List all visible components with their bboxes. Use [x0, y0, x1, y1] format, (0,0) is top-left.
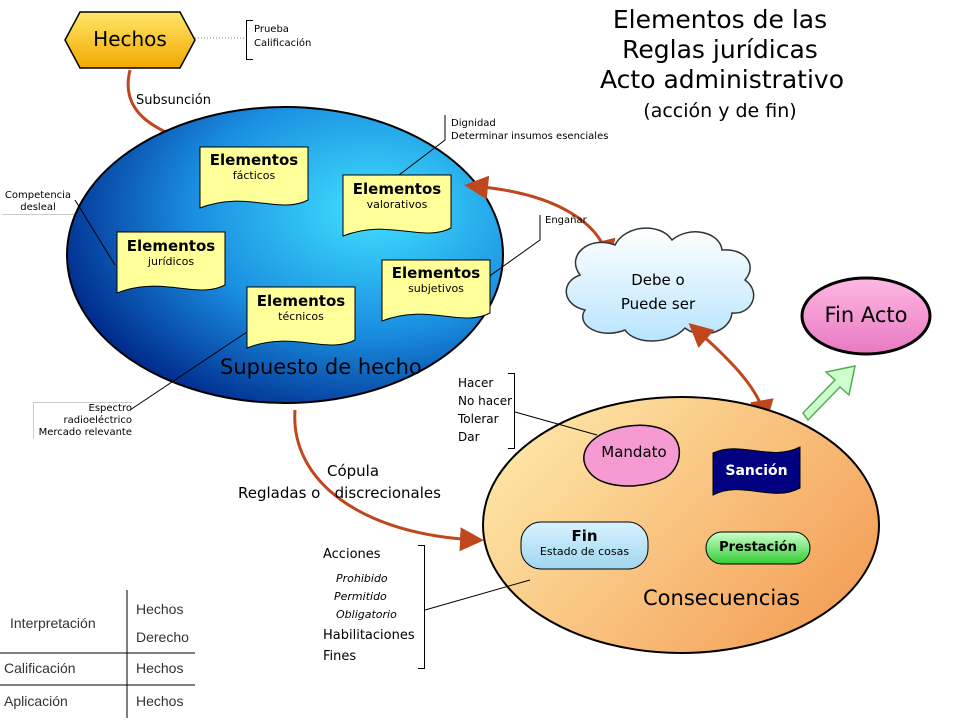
supuesto-label: Supuesto de hecho	[220, 355, 422, 379]
fin-callout-line	[424, 579, 531, 611]
valorativos-callout-line	[394, 115, 446, 179]
fin-item-habilitaciones: Habilitaciones	[323, 628, 415, 643]
table-row-calificacion-label: Calificación	[4, 660, 76, 676]
doc-subjetivos-sub: subjetivos	[408, 282, 464, 295]
fin-acto-arrow	[802, 365, 856, 422]
hechos-hexagon	[64, 11, 196, 69]
callout-espectro: Espectro	[88, 403, 132, 414]
fin-item-fines: Fines	[323, 649, 357, 664]
fin-title: Fin	[571, 527, 598, 545]
mandato-item-no-hacer: No hacer	[458, 394, 513, 408]
callout-enganar: Engañar	[545, 215, 587, 226]
doc-juridicos-title: Elementos	[126, 237, 216, 255]
sancion-shape	[712, 446, 801, 496]
callout-mercado: Mercado relevante	[38, 427, 132, 438]
table-row-aplicacion-value: Hechos	[136, 693, 184, 709]
table-row-interpretacion-value1: Hechos	[136, 601, 184, 617]
mandato-item-dar: Dar	[458, 430, 480, 444]
sancion-label: Sanción	[725, 463, 788, 479]
doc-juridicos: Elementos jurídicos	[117, 237, 225, 269]
copula-line1: Cópula	[327, 462, 380, 480]
hechos-note-prueba: Prueba	[254, 24, 289, 35]
doc-valorativos-title: Elementos	[352, 180, 442, 198]
doc-shape-facticos	[199, 146, 309, 209]
fin-items-bracket	[418, 545, 425, 669]
doc-subjetivos: Elementos subjetivos	[382, 264, 490, 296]
fin-item-permitido: Permitido	[334, 590, 387, 603]
doc-shape-juridicos	[116, 231, 226, 294]
doc-facticos-title: Elementos	[209, 151, 299, 169]
fin-item-prohibido: Prohibido	[336, 572, 388, 585]
table-row-calificacion-value: Hechos	[136, 660, 184, 676]
callout-competencia: Competencia desleal	[2, 190, 74, 215]
title-line4: (acción y de fin)	[643, 100, 797, 122]
cloud-line1: Debe o	[631, 271, 685, 289]
doc-valorativos-sub: valorativos	[366, 198, 428, 211]
fin-shape	[520, 521, 649, 570]
cloud-shape	[565, 227, 755, 342]
juridicos-callout-line	[74, 199, 116, 266]
doc-shape-subjetivos	[381, 259, 491, 322]
doc-shape-valorativos	[342, 174, 452, 237]
hechos-note-calificacion: Calificación	[254, 38, 312, 49]
copula-arrow	[293, 409, 484, 552]
callout-dignidad: Dignidad	[451, 118, 496, 129]
subsuncion-label: Subsunción	[136, 93, 211, 108]
doc-juridicos-sub: jurídicos	[147, 255, 195, 268]
table-row-interpretacion-label: Interpretación	[10, 615, 96, 631]
tecnicos-callout-line	[129, 329, 251, 411]
doc-shape-tecnicos	[246, 286, 356, 349]
table-row-aplicacion-label: Aplicación	[4, 693, 68, 709]
fin-acto-label: Fin Acto	[824, 303, 908, 327]
callout-insumos: Determinar insumos esenciales	[451, 131, 609, 142]
doc-tecnicos-sub: técnicos	[278, 310, 324, 323]
doc-subjetivos-title: Elementos	[391, 264, 481, 282]
prestacion-label: Prestación	[719, 540, 797, 555]
prestacion-shape	[705, 531, 811, 565]
cloud-line2: Puede ser	[620, 295, 696, 313]
fin-item-obligatorio: Obligatorio	[336, 608, 397, 621]
doc-facticos-sub: fácticos	[232, 169, 276, 182]
callout-competencia-line1: Competencia	[4, 190, 72, 201]
mandato-item-hacer: Hacer	[458, 376, 494, 390]
callout-radioelectrico: radioeléctrico	[63, 415, 133, 426]
fin-acto-ellipse	[800, 276, 932, 356]
mandato-shape	[583, 424, 681, 487]
mandato-item-tolerar: Tolerar	[458, 412, 499, 426]
doc-tecnicos-title: Elementos	[256, 292, 346, 310]
callout-tecnicos: Espectro radioeléctrico Mercado relevant…	[33, 402, 132, 439]
doc-facticos: Elementos fácticos	[200, 151, 308, 183]
table-row-interpretacion-value2: Derecho	[136, 629, 189, 645]
mandato-callout-line	[514, 411, 598, 436]
hechos-label: Hechos	[93, 27, 167, 51]
fin-label: Fin Estado de cosas	[521, 527, 648, 559]
title-line3: Acto administrativo	[600, 65, 844, 94]
fin-sub: Estado de cosas	[539, 545, 630, 558]
hechos-notes-bracket	[246, 20, 253, 60]
consecuencias-label: Consecuencias	[643, 586, 800, 610]
doc-tecnicos: Elementos técnicos	[247, 292, 355, 324]
fin-item-acciones: Acciones	[323, 547, 381, 562]
copula-line2: Regladas o discrecionales	[238, 484, 441, 502]
mandato-items-bracket	[508, 373, 515, 449]
callout-competencia-line2: desleal	[20, 202, 56, 213]
title-line2: Reglas jurídicas	[622, 35, 818, 64]
mandato-label: Mandato	[601, 443, 667, 461]
title-line1: Elementos de las	[612, 5, 828, 34]
doc-valorativos: Elementos valorativos	[343, 180, 451, 212]
